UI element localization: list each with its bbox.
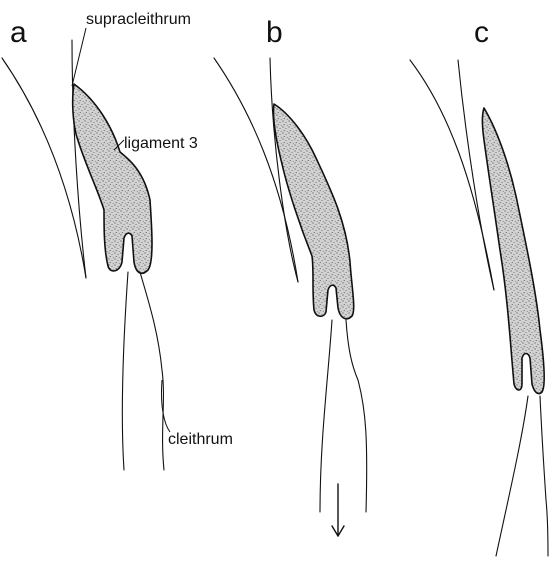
panel-b: b <box>214 16 367 536</box>
ligament-shape-b <box>273 104 353 319</box>
ligament-label: ligament 3 <box>124 135 198 152</box>
supracleithrum-label: supracleithrum <box>86 11 191 28</box>
cleithrum-label: cleithrum <box>168 431 233 448</box>
panel-a: a supracleithrum ligament 3 cleithrum <box>2 11 233 470</box>
ligament-shape-c <box>483 108 545 394</box>
cleithrum-bone-a <box>122 272 128 470</box>
arrow-down-icon <box>332 484 344 536</box>
panel-letter-c: c <box>474 16 489 49</box>
cleithrum-bone-c-2 <box>540 396 548 556</box>
panel-c: c <box>410 16 548 556</box>
cleithrum-bone-c <box>496 396 528 556</box>
cleithrum-bone-a-2 <box>140 272 164 470</box>
panel-letter-a: a <box>10 16 27 49</box>
cleithrum-bone-b-2 <box>346 320 367 512</box>
ligament-shape-a <box>73 84 152 273</box>
cleithrum-bone-b <box>320 320 332 512</box>
supracleithrum-leader <box>72 28 86 86</box>
panel-letter-b: b <box>266 16 283 49</box>
supracleithrum-bone-c <box>410 60 494 290</box>
